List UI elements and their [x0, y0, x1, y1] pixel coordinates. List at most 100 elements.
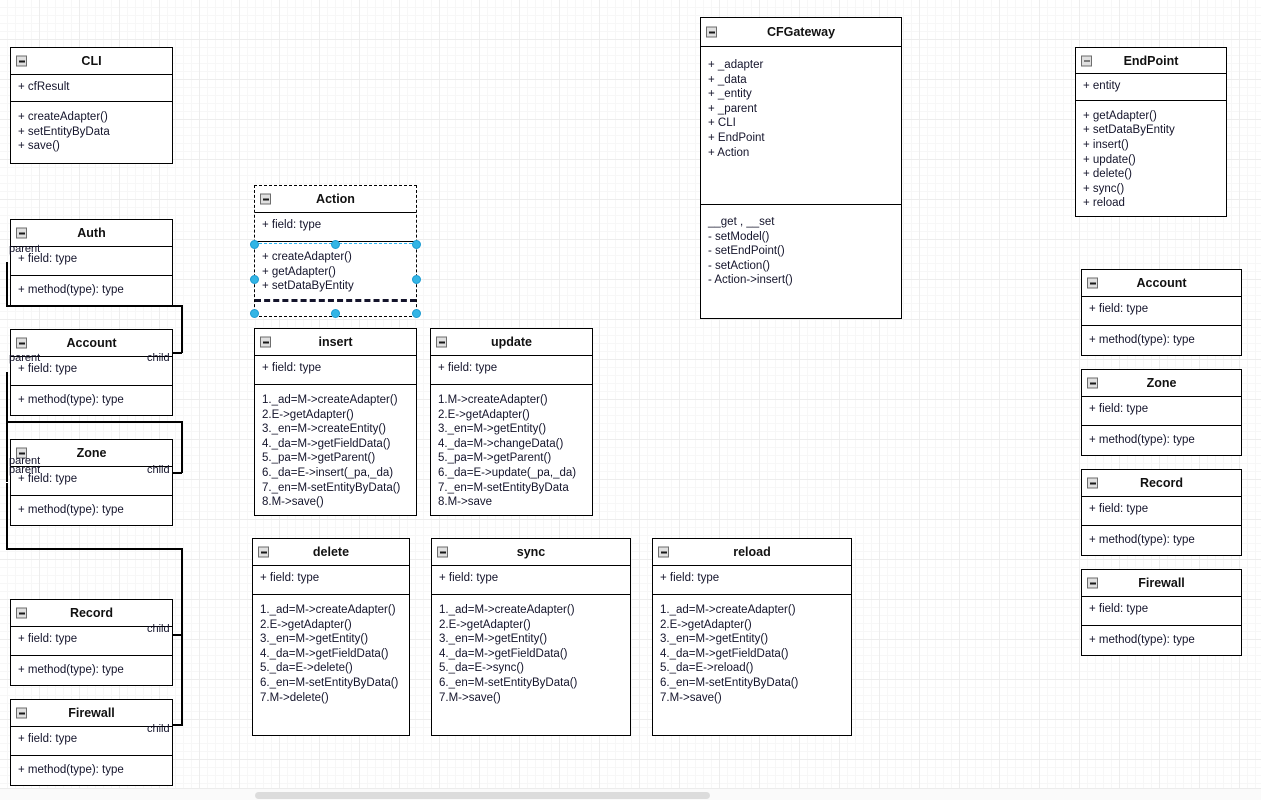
class-header-zone-left: Zone — [11, 440, 172, 467]
class-attributes: + field: type — [11, 627, 172, 656]
class-attributes: + entity — [1076, 74, 1226, 101]
class-attributes: + field: type — [1082, 297, 1241, 326]
collapse-minus-icon[interactable] — [258, 546, 269, 558]
collapse-minus-icon[interactable] — [658, 546, 669, 558]
class-title: update — [491, 335, 532, 349]
class-header-cli: CLI — [11, 48, 172, 75]
class-title: Record — [69, 606, 114, 620]
class-title: Record — [1139, 476, 1184, 490]
class-box-reload[interactable]: reload + field: type 1._ad=M->createAdap… — [652, 538, 852, 736]
class-header-cfgateway: CFGateway — [701, 18, 901, 47]
class-operations: 1._ad=M->createAdapter() 2.E->getAdapter… — [260, 604, 399, 704]
collapse-minus-icon[interactable] — [16, 447, 27, 459]
class-title: Firewall — [1138, 576, 1185, 590]
class-box-update[interactable]: update + field: type 1.M->createAdapter(… — [430, 328, 593, 516]
class-attributes: + field: type — [11, 357, 172, 386]
class-box-record-left[interactable]: Record + field: type + method(type): typ… — [10, 599, 173, 686]
resize-handle-e[interactable] — [412, 275, 421, 284]
collapse-minus-icon[interactable] — [16, 337, 27, 349]
class-box-delete[interactable]: delete + field: type 1._ad=M->createAdap… — [252, 538, 410, 736]
class-box-record-right[interactable]: Record + field: type + method(type): typ… — [1081, 469, 1242, 556]
class-title: sync — [516, 545, 546, 559]
class-operations: __get , __set - setModel() - setEndPoint… — [708, 216, 793, 287]
class-box-account-right[interactable]: Account + field: type + method(type): ty… — [1081, 269, 1242, 356]
class-box-cli[interactable]: CLI + cfResult + createAdapter() + setEn… — [10, 47, 173, 164]
collapse-minus-icon[interactable] — [1087, 277, 1098, 289]
class-header-zone-right: Zone — [1082, 370, 1241, 397]
class-box-zone-left[interactable]: Zone + field: type + method(type): type — [10, 439, 173, 526]
connector-zone-child-stub — [181, 421, 183, 473]
class-box-insert[interactable]: insert + field: type 1._ad=M->createAdap… — [254, 328, 417, 516]
class-operations: + method(type): type — [18, 394, 124, 406]
edge-label-record-child: child — [147, 623, 170, 635]
class-attributes: + cfResult — [11, 75, 172, 102]
class-operations: 1._ad=M->createAdapter() 2.E->getAdapter… — [262, 394, 401, 509]
class-box-action[interactable]: Action + field: type + createAdapter() +… — [254, 185, 417, 317]
edge-label-firewall-child: child — [147, 723, 170, 735]
class-operations: 1._ad=M->createAdapter() 2.E->getAdapter… — [660, 604, 799, 704]
resize-handle-w[interactable] — [250, 275, 259, 284]
class-operations: + method(type): type — [18, 284, 124, 296]
connector-account-child-stub — [181, 305, 183, 353]
class-attributes: + field: type — [1082, 497, 1241, 526]
class-box-firewall-left[interactable]: Firewall + field: type + method(type): t… — [10, 699, 173, 786]
class-title: Zone — [76, 446, 107, 460]
collapse-minus-icon[interactable] — [1081, 55, 1092, 67]
class-attributes: + field: type — [1082, 397, 1241, 426]
edge-label-zone-child: child — [147, 464, 170, 476]
class-box-sync[interactable]: sync + field: type 1._ad=M->createAdapte… — [431, 538, 631, 736]
connector-zone-record-left — [6, 483, 8, 549]
class-header-firewall-left: Firewall — [11, 700, 172, 727]
class-box-zone-right[interactable]: Zone + field: type + method(type): type — [1081, 369, 1242, 456]
class-operations: + method(type): type — [1089, 534, 1195, 546]
connector-account-child-tip — [167, 352, 182, 354]
class-title: Zone — [1146, 376, 1177, 390]
class-attributes: + field: type — [11, 467, 172, 496]
resize-handle-ne[interactable] — [412, 240, 421, 249]
class-header-update: update — [431, 329, 592, 356]
class-header-reload: reload — [653, 539, 851, 566]
class-operations: 1.M->createAdapter() 2.E->getAdapter() 3… — [438, 394, 577, 509]
collapse-minus-icon[interactable] — [1087, 577, 1098, 589]
class-box-endpoint[interactable]: EndPoint + entity + getAdapter() + setDa… — [1075, 47, 1227, 217]
edge-label-zone-parent-a: parent — [9, 455, 41, 467]
class-box-firewall-right[interactable]: Firewall + field: type + method(type): t… — [1081, 569, 1242, 656]
collapse-minus-icon[interactable] — [436, 336, 447, 348]
collapse-minus-icon[interactable] — [437, 546, 448, 558]
class-operations: 1._ad=M->createAdapter() 2.E->getAdapter… — [439, 604, 578, 704]
edge-label-auth-parent: parent — [9, 243, 41, 255]
class-header-account-left: Account — [11, 330, 172, 357]
collapse-minus-icon[interactable] — [1087, 377, 1098, 389]
collapse-minus-icon[interactable] — [16, 707, 27, 719]
connector-firewall-child-tip — [167, 724, 182, 726]
resize-handle-sw[interactable] — [250, 309, 259, 318]
class-header-account-right: Account — [1082, 270, 1241, 297]
class-header-firewall-right: Firewall — [1082, 570, 1241, 597]
resize-handle-nw[interactable] — [250, 240, 259, 249]
class-box-auth[interactable]: Auth + field: type + method(type): type — [10, 219, 173, 306]
resize-handle-se[interactable] — [412, 309, 421, 318]
collapse-minus-icon[interactable] — [706, 26, 717, 38]
class-attributes: + field: type — [653, 566, 851, 595]
collapse-minus-icon[interactable] — [16, 607, 27, 619]
connector-zone-record-horizontal — [6, 548, 182, 550]
class-header-sync: sync — [432, 539, 630, 566]
class-box-cfgateway[interactable]: CFGateway + _adapter + _data + _entity +… — [700, 17, 902, 319]
class-header-record-right: Record — [1082, 470, 1241, 497]
resize-handle-n[interactable] — [331, 240, 340, 249]
class-header-delete: delete — [253, 539, 409, 566]
collapse-minus-icon[interactable] — [1087, 477, 1098, 489]
collapse-minus-icon[interactable] — [260, 336, 271, 348]
class-attributes: + field: type — [255, 213, 416, 242]
collapse-minus-icon[interactable] — [16, 55, 27, 67]
resize-handle-s[interactable] — [331, 309, 340, 318]
horizontal-scrollbar-thumb[interactable] — [255, 792, 710, 799]
class-header-record-left: Record — [11, 600, 172, 627]
class-attributes: + field: type — [255, 356, 416, 385]
collapse-minus-icon[interactable] — [16, 227, 27, 239]
collapse-minus-icon[interactable] — [260, 193, 271, 205]
class-box-account-left[interactable]: Account + field: type + method(type): ty… — [10, 329, 173, 416]
connector-zone-record-vertical — [181, 548, 183, 636]
horizontal-scrollbar-track[interactable] — [0, 788, 1261, 800]
